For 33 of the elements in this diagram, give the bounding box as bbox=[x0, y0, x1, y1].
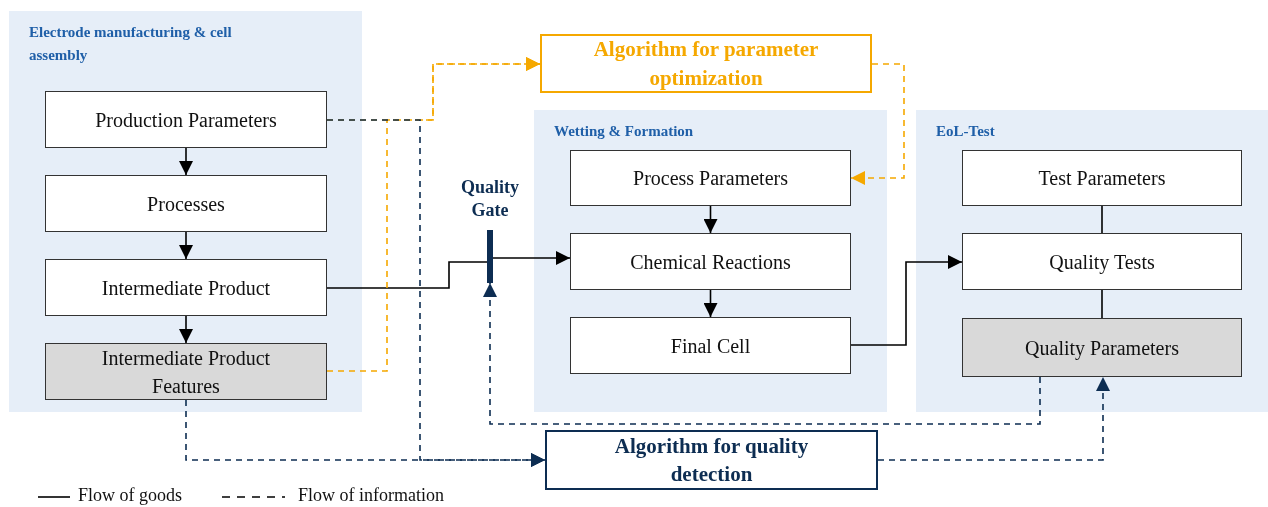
arrow bbox=[703, 205, 718, 234]
arrow bbox=[850, 63, 905, 185]
process-box: Production Parameters bbox=[45, 91, 327, 148]
process-box: Final Cell bbox=[570, 317, 851, 374]
legend-label: Flow of goods bbox=[78, 485, 182, 506]
arrow bbox=[492, 251, 571, 265]
arrow bbox=[179, 231, 193, 260]
algorithm-box: Algorithm for quality detection bbox=[545, 430, 878, 490]
arrow bbox=[179, 315, 193, 344]
process-group-panel bbox=[9, 11, 362, 412]
process-box: Chemical Reactions bbox=[570, 233, 851, 290]
process-box: Quality Tests bbox=[962, 233, 1242, 290]
process-group-panel bbox=[534, 110, 887, 412]
gate-label: Quality Gate bbox=[460, 176, 520, 223]
group-title: Electrode manufacturing & cell assembly bbox=[29, 23, 233, 65]
algorithm-box: Algorithm for parameter optimization bbox=[540, 34, 872, 93]
process-group-panel bbox=[916, 110, 1268, 412]
arrow bbox=[877, 376, 1110, 461]
arrow bbox=[703, 289, 718, 318]
arrow bbox=[185, 399, 546, 467]
process-box: Process Parameters bbox=[570, 150, 851, 206]
result-box: Intermediate Product Features bbox=[45, 343, 327, 400]
process-box: Test Parameters bbox=[962, 150, 1242, 206]
arrow bbox=[179, 147, 193, 176]
group-title: EoL-Test bbox=[936, 122, 996, 141]
arrow bbox=[850, 255, 963, 346]
group-title: Wetting & Formation bbox=[554, 122, 695, 141]
result-box: Quality Parameters bbox=[962, 318, 1242, 377]
legend-label: Flow of information bbox=[298, 485, 444, 506]
arrow bbox=[483, 282, 1041, 425]
process-box: Processes bbox=[45, 175, 327, 232]
process-box: Intermediate Product bbox=[45, 259, 327, 316]
arrow bbox=[326, 57, 541, 372]
